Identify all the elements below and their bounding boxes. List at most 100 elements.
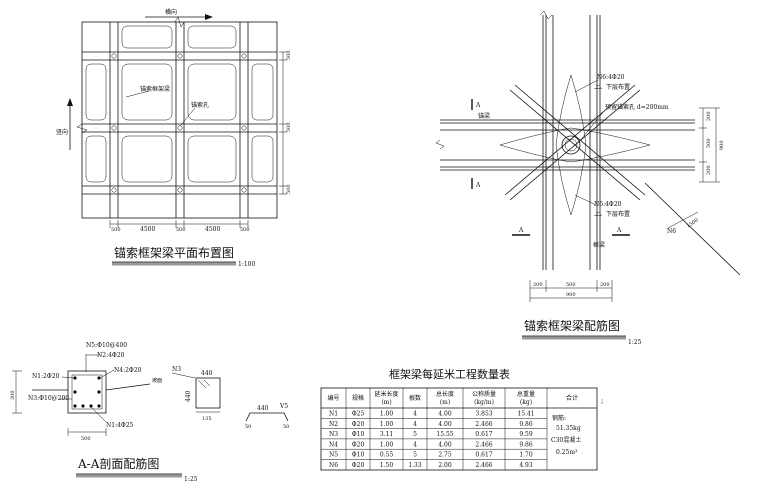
rebar-n6-upper: N6:4Φ20: [597, 74, 625, 81]
plan-view: 横向 竖向 锚索框架梁 锚索孔 500 4500 500 4500 500: [56, 8, 292, 268]
table-header-cell: (m): [381, 399, 391, 406]
n5-bar-shape: [245, 412, 289, 422]
break-mark-icon: [76, 123, 88, 134]
table-cell: 2.466: [475, 421, 492, 428]
plan-title: 锚索框架梁平面布置图: [114, 245, 234, 260]
table-grid: [320, 387, 598, 471]
rebar-n6-lower: N6:4Φ20: [594, 201, 622, 208]
leader-line: [574, 79, 599, 93]
leader-line: [179, 107, 196, 127]
break-mark-icon: [435, 139, 445, 150]
bar-shapes: N3 440 440 135 V5 440 50 50: [171, 366, 289, 430]
table-cell: 1.00: [380, 411, 394, 418]
table-cell: 5: [413, 431, 417, 438]
anchor-hole-icon: [111, 53, 247, 193]
svg-text:500: 500: [81, 436, 91, 442]
table-total-label: 钢筋:: [552, 414, 566, 422]
plan-panels: [85, 25, 274, 183]
table-cell: 1.00: [380, 441, 394, 448]
rebar-title: 锚索框架梁配筋图: [524, 318, 620, 333]
rebar-view: N6:4Φ20 上、下层布置 锚梁 预留锚索孔 d=200mm A A A A …: [435, 10, 741, 346]
table-cell: 15.41: [517, 411, 534, 418]
svg-text:900: 900: [719, 140, 725, 150]
svg-text:200: 200: [706, 165, 712, 175]
rebar-n6-bar: N6: [667, 228, 676, 235]
section-n1-bot: N1:4Φ25: [106, 422, 134, 429]
svg-text:A: A: [475, 182, 481, 189]
table-header-cell: 总重量: [517, 390, 535, 398]
table-cell: Φ20: [352, 441, 365, 448]
svg-text:200: 200: [600, 282, 610, 288]
rebar-scale: 1:25: [628, 339, 642, 346]
section-dim: 300 500: [10, 370, 107, 442]
table-cell: 0.617: [475, 431, 492, 438]
plan-dir-v: 竖向: [56, 128, 68, 136]
rebar-dim-bottom: 200 500 200 900: [529, 280, 613, 302]
section-n1-top: N1:2Φ20: [32, 373, 60, 380]
table-cell: Φ10: [352, 452, 365, 459]
quantity-table: 框架梁每延米工程数量表 编号规格延米长度(m)根数总长度(m)公称质量(kg/m…: [320, 367, 603, 471]
table-header-cell: 总长度: [436, 390, 454, 398]
table-cell: 4: [413, 441, 417, 448]
leader-line: [574, 194, 597, 206]
plan-scale: 1:100: [238, 261, 255, 268]
plan-dim-b1: 4500: [140, 226, 155, 233]
table-side-mark: ;: [601, 397, 603, 405]
table-cell: 1.00: [380, 421, 394, 428]
svg-text:900: 900: [566, 292, 576, 298]
plan-dim-b2: 500: [176, 227, 186, 233]
section-outline: [67, 370, 107, 414]
table-header-row: 编号规格延米长度(m)根数总长度(m)公称质量(kg/m)总重量(kg)合计: [327, 390, 578, 406]
section-scale: 1:25: [184, 476, 198, 483]
table-cell: Φ20: [352, 462, 365, 469]
leader-line: [125, 90, 150, 98]
break-mark-icon: [539, 10, 553, 20]
n6-bar-line: [644, 182, 741, 276]
table-cell: 4: [413, 421, 417, 428]
svg-text:50: 50: [245, 424, 251, 430]
table-cell: 9.86: [519, 421, 533, 428]
table-cell: N2: [329, 421, 338, 428]
table-cell: N3: [329, 431, 338, 438]
table-cell: N4: [329, 441, 338, 448]
table-cell: 2.75: [438, 452, 452, 459]
svg-text:440: 440: [185, 390, 192, 402]
table-header-cell: 规格: [352, 394, 364, 402]
table-cell: N1: [329, 411, 338, 418]
table-cell: Φ10: [352, 431, 365, 438]
plan-dim-b0: 500: [111, 227, 121, 233]
table-cell: 4.93: [519, 462, 533, 469]
table-header-cell: (m): [440, 399, 450, 406]
rebar-dots: [73, 376, 101, 408]
leader-line: [577, 109, 606, 144]
svg-text:500: 500: [706, 138, 712, 148]
rebar-n6-len: 1500: [686, 217, 700, 229]
table-total-concrete-label: C30混凝土: [551, 436, 581, 444]
svg-text:A: A: [475, 102, 481, 109]
plan-label-beam: 锚索框架梁: [140, 85, 170, 93]
table-cell: 2.466: [475, 441, 492, 448]
svg-text:200: 200: [706, 111, 712, 121]
svg-text:A: A: [616, 227, 622, 234]
svg-text:500: 500: [566, 282, 576, 288]
rebar-layer-upper: 上、下层布置: [594, 83, 630, 91]
table-cell: 4.00: [438, 411, 452, 418]
rebar-reserve-hole: 预留锚索孔 d=200mm: [605, 103, 669, 111]
plan-dim-right: 500 500 500: [279, 50, 292, 195]
plan-dir-h: 横向: [165, 8, 177, 16]
bar-n3-name: N3: [172, 366, 181, 373]
arrow-head-icon: [205, 14, 213, 20]
svg-text:50: 50: [283, 424, 289, 430]
table-title: 框架梁每延米工程数量表: [389, 367, 510, 381]
table-cell: 3.11: [380, 431, 393, 438]
table-header-cell: 根数: [409, 394, 421, 402]
table-cell: 0.55: [380, 452, 394, 459]
svg-text:V5: V5: [279, 403, 288, 410]
table-cell: Φ20: [352, 421, 365, 428]
section-title: A-A剖面配筋图: [77, 456, 159, 471]
table-cell: 2.466: [475, 462, 492, 469]
section-n2: N2:4Φ20: [97, 352, 125, 359]
plan-dim-r2: 500: [286, 122, 292, 132]
arrow-head-icon: [67, 98, 73, 106]
stirrup-shape: [195, 377, 221, 409]
